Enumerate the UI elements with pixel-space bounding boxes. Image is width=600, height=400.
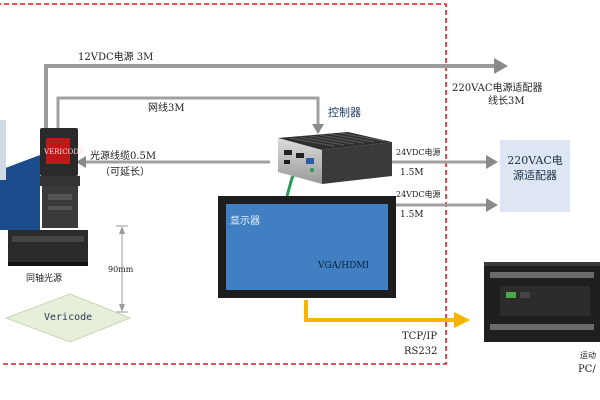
monitor-icon — [218, 196, 396, 298]
tcpip-link-arrow — [304, 300, 470, 328]
network-cable-label: 网线3M — [148, 103, 185, 114]
plc-module-icon — [484, 262, 600, 342]
coaxial-light-icon — [8, 230, 88, 266]
plc-note-2: PC/ — [578, 364, 596, 375]
light-cable-note: （可延长） — [100, 167, 150, 178]
plc-note-1: 运动 — [580, 351, 596, 360]
distance-dimension — [116, 225, 128, 313]
power-24vdc-line-2 — [390, 198, 498, 212]
vericode-target-diamond — [4, 293, 132, 343]
monitor-interface-label: VGA/HDMI — [318, 261, 370, 271]
length-label-1: 1.5M — [400, 168, 424, 178]
light-cable-line — [76, 156, 270, 168]
camera-icon — [40, 128, 80, 228]
rs232-label: RS232 — [404, 346, 438, 357]
power-24vdc-line-1 — [388, 155, 498, 169]
network-cable-line — [56, 96, 324, 134]
adapter-box-label: 220VAC电源适配器 — [507, 154, 563, 182]
adapter-top-title: 220VAC电源适配器 — [452, 83, 543, 94]
industrial-pc-icon — [278, 132, 392, 184]
coaxial-light-label: 同轴光源 — [26, 274, 63, 284]
power-24vdc-label-1: 24VDC电源 — [396, 148, 441, 157]
power-12vdc-label: 12VDC电源 3M — [78, 52, 154, 63]
power-12vdc-line — [44, 58, 508, 128]
distance-label: 90mm — [108, 265, 134, 274]
power-24vdc-label-2: 24VDC电源 — [396, 190, 441, 199]
adapter-top-length: 线长3M — [488, 96, 525, 107]
power-adapter-box — [500, 140, 570, 212]
system-boundary-frame — [0, 3, 447, 365]
controller-label: 控制器 — [328, 106, 361, 119]
light-cable-label: 光源线缆0.5M — [90, 151, 157, 162]
tcpip-label: TCP/IP — [402, 331, 438, 342]
vericode-label: Vericode — [44, 312, 93, 323]
length-label-2: 1.5M — [400, 210, 424, 220]
camera-badge-label: VERICODE — [44, 148, 85, 156]
light-beam — [0, 155, 40, 230]
light-edge — [0, 120, 6, 180]
monitor-label: 显示器 — [230, 216, 260, 227]
adapter-top-label: 220VAC电源适配器 线长3M — [452, 82, 543, 108]
